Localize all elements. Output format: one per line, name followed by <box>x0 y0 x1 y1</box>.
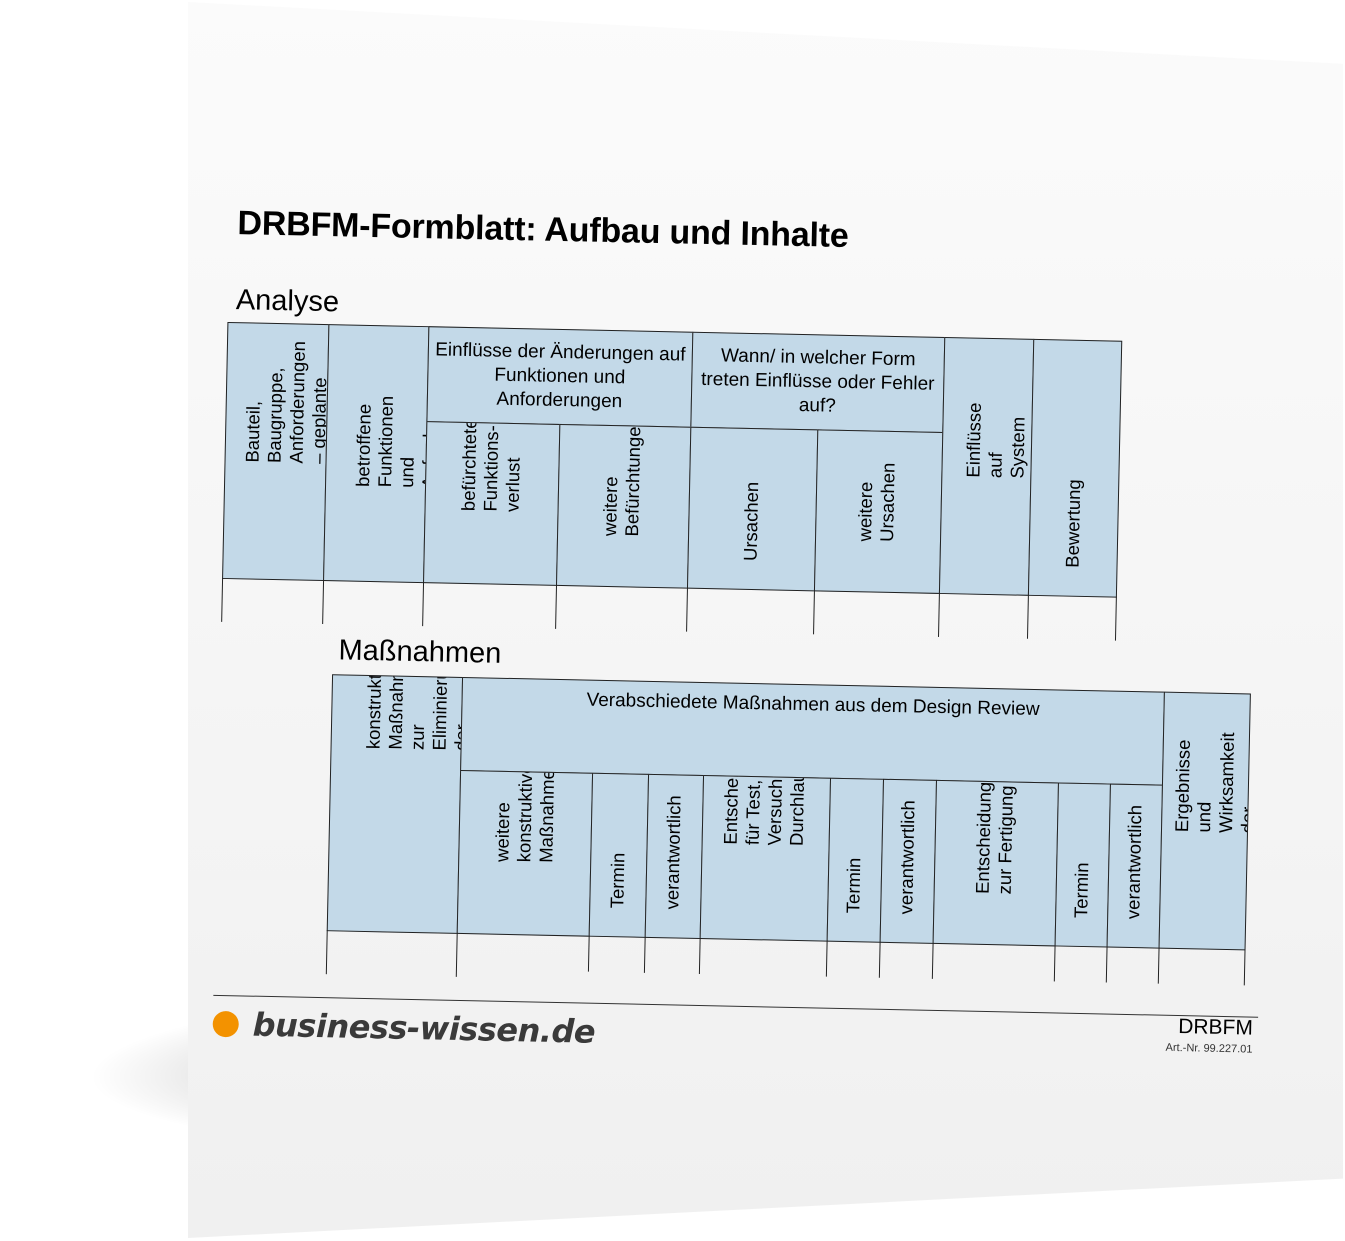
massnahmen-col-ergebnisse: Ergebnisse und Wirksamkeit der Maßnahmen <box>1158 691 1251 951</box>
analyse-row-line <box>422 582 425 627</box>
massnahmen-row-line <box>698 937 701 975</box>
massnahmen-row-line <box>1105 946 1108 983</box>
analyse-row-line <box>938 592 940 637</box>
massnahmen-col-weitere-text: weitere konstruktive Maßnahmen <box>490 769 558 863</box>
document-content: DRBFM-Formblatt: Aufbau und Inhalte Anal… <box>212 200 1290 1082</box>
massnahmen-col-termin-1-text: Termin <box>605 852 628 909</box>
analyse-col-bauteil-text: Bauteil, Baugruppe, Anforderungen – gepl… <box>241 340 330 465</box>
analyse-col-funktionsverlust: befürchteter Funktions- verlust <box>423 421 561 586</box>
massnahmen-row-line <box>1243 949 1246 986</box>
massnahmen-row-line <box>643 936 646 973</box>
massnahmen-col-termin-1: Termin <box>588 772 650 938</box>
massnahmen-col-ergebnisse-text: Ergebnisse und Wirksamkeit der Maßnahmen <box>1170 732 1251 834</box>
analyse-row-line <box>322 580 325 625</box>
analyse-col-funktionen-text: betroffene Funktionen und Anforderungen <box>351 365 430 489</box>
massnahmen-col-entscheidung-test: Entscheidung für Test, Versuch, Durchlau… <box>699 775 832 942</box>
analyse-col-bewertung: Bewertung <box>1027 338 1123 598</box>
brand-name: business-wissen.de <box>252 1005 596 1051</box>
massnahmen-col-entscheidungen-fertigung: Entscheidungen zur Fertigung <box>932 779 1059 947</box>
analyse-row-line <box>221 577 224 622</box>
analyse-col-system-kunden: Einflüsse auf System und Kunden <box>938 336 1035 596</box>
brand-dot-icon <box>212 1010 240 1038</box>
massnahmen-row-line <box>1157 947 1160 984</box>
analyse-col-system-kunden-text: Einflüsse auf System und Kunden <box>962 402 1034 479</box>
analyse-col-befuerchtungen: weitere Befürchtungen <box>555 423 692 589</box>
massnahmen-col-verantwortlich-1-text: verantwortlich <box>661 795 685 910</box>
massnahmen-row-line <box>825 940 828 977</box>
massnahmen-col-konstruktiv: konstruktive Maßnahmen zur Eliminierung … <box>326 674 464 934</box>
document-code: DRBFM <box>1177 1015 1254 1040</box>
analyse-col-bauteil: Bauteil, Baugruppe, Anforderungen – gepl… <box>222 321 330 582</box>
massnahmen-col-verantwortlich-3-text: verantwortlich <box>1121 804 1146 920</box>
analyse-group-einfluesse: Einflüsse der Änderungen auf Funktionen … <box>426 326 694 428</box>
massnahmen-row-line <box>325 930 328 975</box>
analyse-col-weitere-ursachen: weitere Ursachen <box>813 429 944 594</box>
analyse-row-line <box>1114 596 1117 641</box>
analyse-col-funktionsverlust-text: befürchteter Funktions- verlust <box>457 421 524 513</box>
massnahmen-col-termin-2: Termin <box>826 777 885 943</box>
analyse-col-ursachen-text: Ursachen <box>739 481 763 562</box>
document-sheet <box>188 2 1343 1238</box>
massnahmen-row-line <box>1053 945 1056 982</box>
analyse-row-line <box>813 590 815 635</box>
analyse-col-befuerchtungen-text: weitere Befürchtungen <box>599 423 645 537</box>
massnahmen-col-termin-3: Termin <box>1054 782 1111 948</box>
analyse-col-funktionen: betroffene Funktionen und Anforderungen <box>323 324 430 584</box>
analyse-col-bewertung-text: Bewertung <box>1060 479 1084 568</box>
analyse-label: Analyse <box>235 284 340 319</box>
massnahmen-col-verantwortlich-3: verantwortlich <box>1106 783 1163 949</box>
massnahmen-row-line <box>878 941 881 978</box>
massnahmen-row-line <box>931 942 934 979</box>
massnahmen-label: Maßnahmen <box>338 634 502 670</box>
massnahmen-row-line <box>455 932 458 977</box>
analyse-col-weitere-ursachen-text: weitere Ursachen <box>853 462 899 543</box>
analyse-row-line <box>686 587 688 632</box>
analyse-col-ursachen: Ursachen <box>686 426 819 592</box>
article-number: Art.-Nr. 99.227.01 <box>1165 1041 1253 1056</box>
document-title: DRBFM-Formblatt: Aufbau und Inhalte <box>237 204 849 255</box>
analyse-row-line <box>1026 594 1029 639</box>
massnahmen-group-design-review: Verabschiedete Maßnahmen aus dem Design … <box>460 676 1165 786</box>
massnahmen-col-entscheidung-test-text: Entscheidung für Test, Versuch, Durchlau… <box>719 775 809 847</box>
massnahmen-col-konstruktiv-text: konstruktive Maßnahmen zur Eliminierung … <box>362 674 464 752</box>
massnahmen-col-verantwortlich-2: verantwortlich <box>879 778 938 944</box>
massnahmen-row-line <box>587 935 590 972</box>
brand-logo[interactable]: business-wissen.de <box>212 1005 595 1051</box>
massnahmen-col-verantwortlich-1: verantwortlich <box>644 773 705 940</box>
massnahmen-col-termin-2-text: Termin <box>842 857 865 914</box>
massnahmen-col-weitere: weitere konstruktive Maßnahmen <box>456 769 594 937</box>
analyse-row-line <box>555 584 558 629</box>
analyse-group-wann: Wann/ in welcher Form treten Einflüsse o… <box>690 331 946 433</box>
massnahmen-col-termin-3-text: Termin <box>1069 862 1092 919</box>
massnahmen-col-entscheidungen-fertigung-text: Entscheidungen zur Fertigung <box>971 779 1017 895</box>
massnahmen-col-verantwortlich-2-text: verantwortlich <box>895 799 919 915</box>
